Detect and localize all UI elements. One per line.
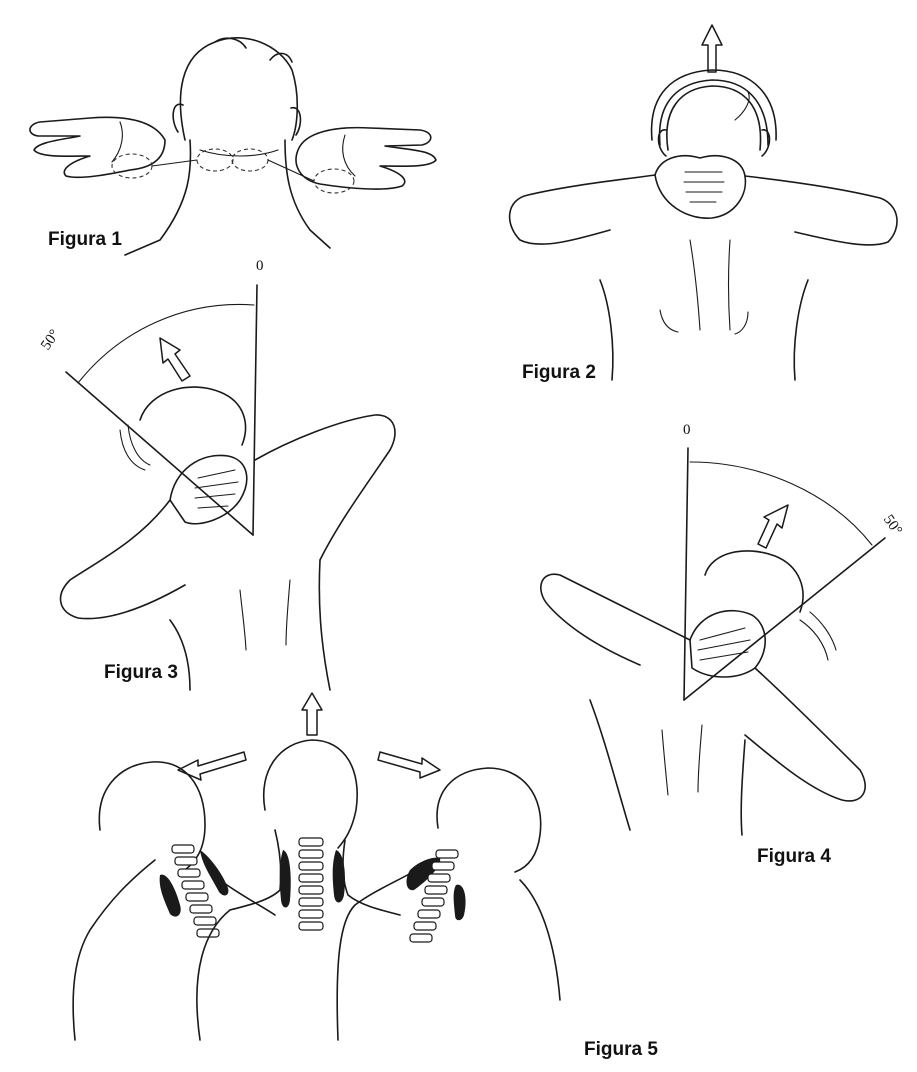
figure-2-label: Figura 2	[522, 362, 596, 383]
figure-1-drawing	[29, 37, 437, 256]
figure-4-label: Figura 4	[757, 846, 831, 867]
figure-4-angle-zero: 0	[683, 422, 691, 438]
figure-2-drawing	[508, 24, 898, 381]
figure-4-drawing	[540, 447, 886, 836]
figure-1-label: Figura 1	[48, 229, 122, 250]
figure-3-angle-zero: 0	[256, 258, 264, 274]
figure-3-label: Figura 3	[104, 662, 178, 683]
right-spine	[409, 849, 459, 943]
middle-spine	[298, 837, 324, 931]
figure-3-drawing	[59, 284, 396, 691]
left-spine	[171, 844, 220, 938]
figure-5-label: Figura 5	[584, 1039, 658, 1060]
figure-5-drawing	[72, 692, 561, 1041]
